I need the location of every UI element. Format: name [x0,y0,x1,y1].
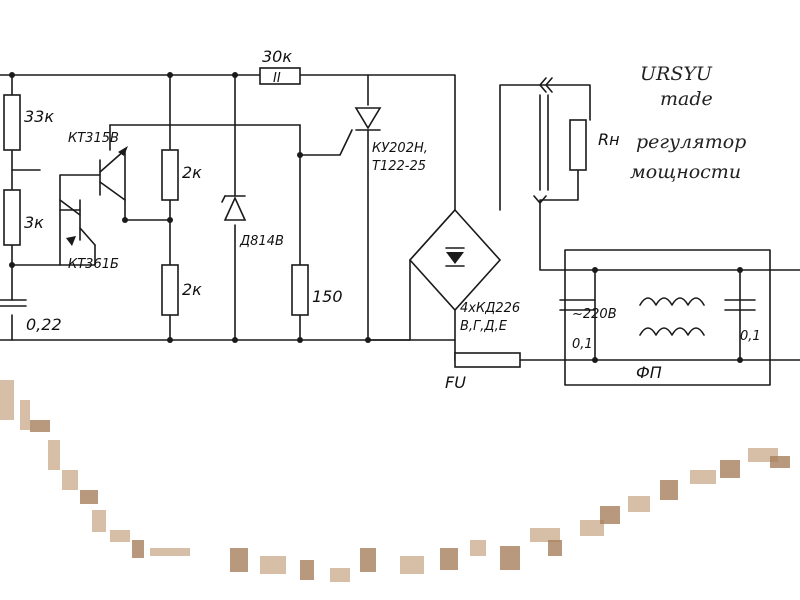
label-thyristor-b: Т122-25 [372,159,426,174]
load-resistor [569,119,587,171]
label-t1: КТ315В [68,131,119,146]
diode-bridge [408,208,502,312]
author-signature: URSYU made [640,63,713,110]
filter-inductor-top [639,297,705,306]
zener-diode [221,195,247,221]
label-r-top: 30к [262,47,292,66]
plug-connector [533,77,553,204]
paper-stains [0,380,790,582]
junctions [9,72,743,363]
resistor-r3 [161,149,179,201]
resistor-r2 [3,189,21,246]
resistor-r4 [161,264,179,316]
svg-text:URSYU: URSYU [640,63,713,85]
thyristor [354,107,382,131]
filter-capacitor-left [559,299,596,311]
label-thyristor-a: КУ202Н, [372,141,428,156]
resistor-r-top [259,67,301,85]
label-bridge-a: 4хКД226 [460,301,520,316]
label-note-a: регулятор [636,131,746,153]
resistor-r1 [3,94,21,151]
label-fuse: FU [445,373,466,392]
label-r3: 2к [182,163,202,182]
label-note-b: мощности [630,161,741,183]
label-zener: Д814В [239,234,284,249]
fuse [454,352,521,368]
label-c-left: 0,1 [572,337,593,352]
svg-text:made: made [660,88,713,110]
label-bridge-b: В,Г,Д,Е [460,319,508,334]
label-r-top-sub: II [273,71,281,86]
label-c1: 0,22 [26,315,62,334]
wires [0,74,800,386]
filter-inductor-bottom [639,327,705,336]
label-r5: 150 [312,287,343,306]
resistor-r5 [291,264,309,316]
label-r2: 3к [24,213,44,232]
transistor-t1 [99,146,128,201]
capacitor-c1 [0,299,27,307]
transistor-t2 [59,199,96,246]
label-r1: 33к [24,107,54,126]
label-filter: ФП [636,363,662,382]
label-mains: ~220В [572,307,617,322]
label-t2: КТ361Б [68,257,119,272]
label-c-right: 0,1 [740,329,761,344]
label-r4: 2к [182,280,202,299]
label-load: Rн [598,130,620,149]
filter-capacitor-right [724,299,756,311]
